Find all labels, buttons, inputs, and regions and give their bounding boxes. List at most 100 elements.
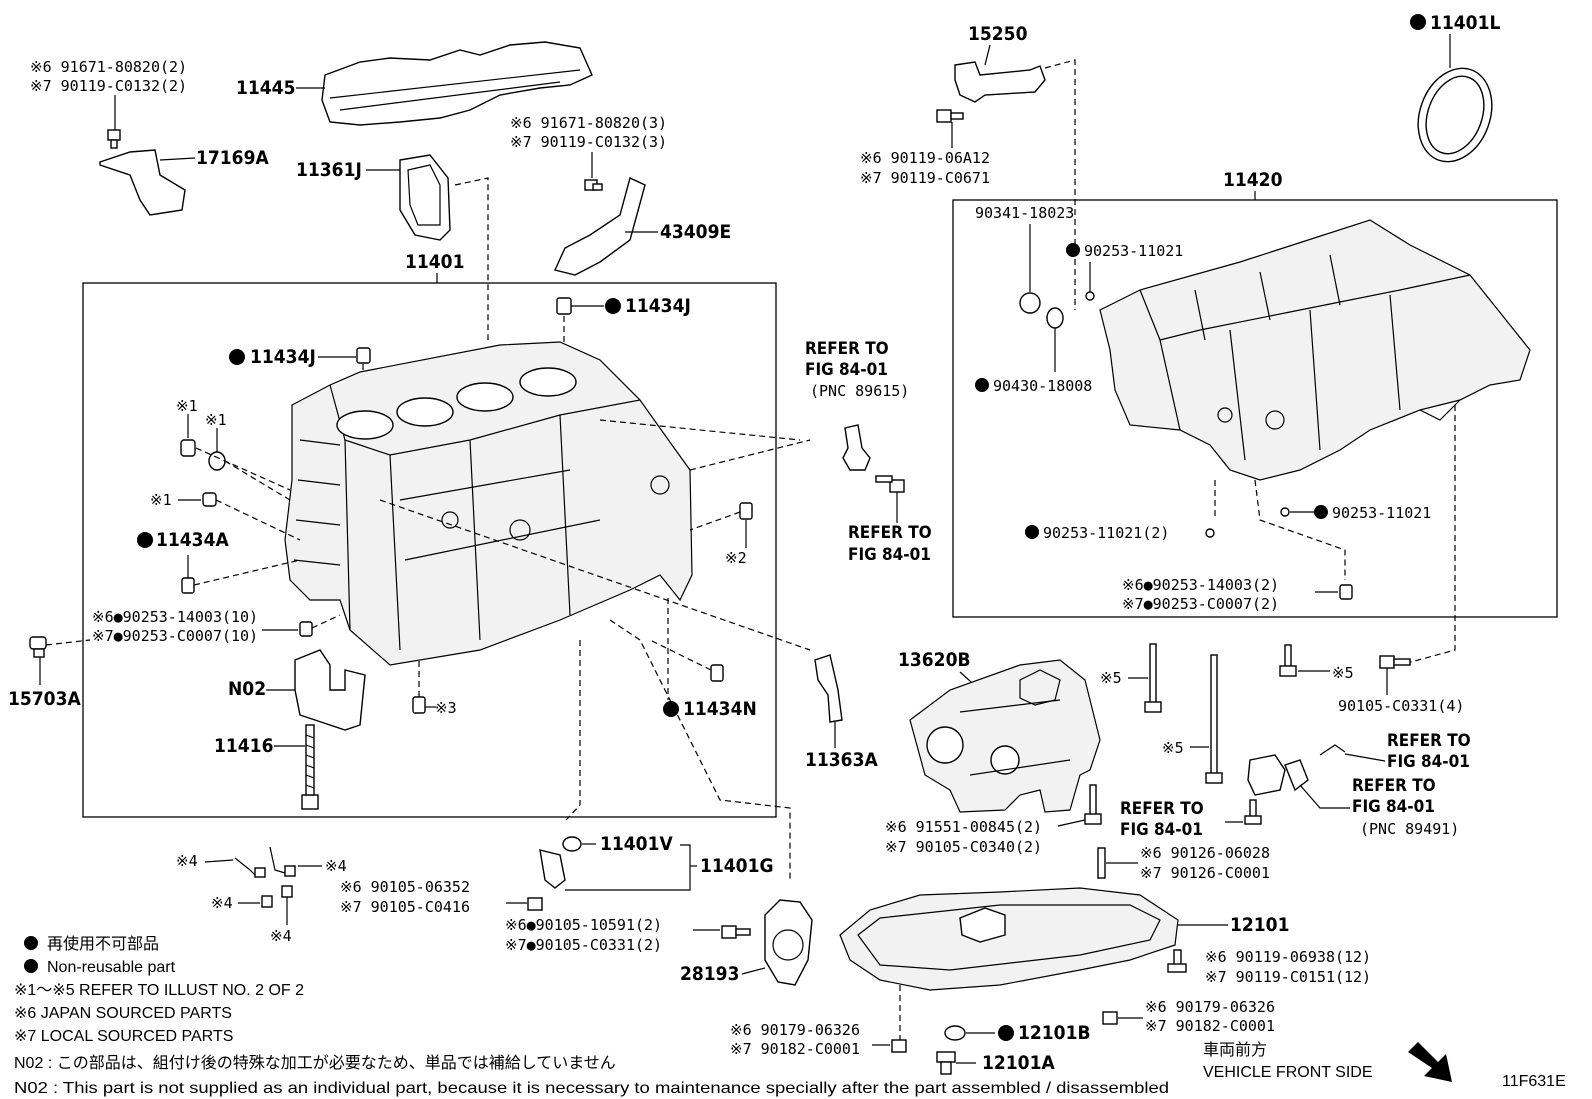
label-11416: 11416 — [214, 735, 273, 757]
nonreusable-dot-icon — [605, 298, 621, 314]
label-11401l: 11401L — [1430, 12, 1500, 34]
plug-icon — [180, 439, 196, 457]
oil-jet-icon — [539, 849, 566, 889]
refer1-line1: REFER TO — [805, 339, 889, 359]
pipe-11363a — [814, 654, 843, 723]
nonreusable-dot-icon — [229, 349, 245, 365]
label-11401: 11401 — [405, 251, 464, 273]
plug-icon — [1339, 584, 1353, 600]
label-s5-b: ※5 — [1162, 739, 1184, 757]
bolt-icon — [107, 129, 121, 149]
cylinder-block-11401 — [284, 341, 693, 666]
oil-seal-11401l — [1417, 67, 1493, 163]
label-90253-11021-2: 90253-11021(2) — [1043, 524, 1169, 542]
label-11445: 11445 — [236, 77, 295, 99]
dowel-pin-icon — [710, 664, 724, 682]
label-11420: 11420 — [1223, 169, 1283, 191]
pin-icon — [1280, 507, 1290, 517]
legend-nonreusable-en: Non-reusable part — [47, 959, 176, 976]
legend-local: ※7 LOCAL SOURCED PARTS — [14, 1028, 233, 1045]
label-s5-a: ※5 — [1100, 669, 1122, 687]
refer3-line2: FIG 84-01 — [1387, 752, 1470, 772]
label-90119-c0132-3: ※7 90119-C0132(3) — [510, 133, 667, 151]
vehicle-front-en: VEHICLE FRONT SIDE — [1203, 1064, 1373, 1081]
bracket-17169a — [99, 149, 186, 216]
label-15703a: 15703A — [8, 688, 81, 710]
drain-plug-12101a — [936, 1051, 956, 1075]
label-s4-d: ※4 — [270, 927, 292, 945]
label-11401v: 11401V — [600, 833, 673, 855]
label-90105-c0331-2: ※7●90105-C0331(2) — [505, 936, 662, 954]
bolt-icon — [281, 885, 293, 898]
label-90119-06938-12: ※6 90119-06938(12) — [1205, 948, 1371, 966]
pin-icon — [202, 492, 217, 507]
bearing-cap-n02 — [294, 649, 366, 731]
label-90119-06a12: ※6 90119-06A12 — [860, 149, 990, 167]
label-90105-c0340-2: ※7 90105-C0340(2) — [885, 838, 1042, 856]
label-91671-80820-3: ※6 91671-80820(3) — [510, 114, 667, 132]
bolt-icon — [875, 475, 905, 493]
balance-shaft-13620b — [909, 659, 1101, 813]
label-s5-c: ※5 — [1332, 664, 1354, 682]
label-11361j: 11361J — [296, 159, 362, 181]
refer5-line1: REFER TO — [1120, 799, 1204, 819]
dowel-pin-icon — [356, 347, 371, 364]
label-17169a: 17169A — [196, 147, 269, 169]
label-90253-11021-b: 90253-11021 — [1332, 504, 1431, 522]
bolt-s5-b — [1205, 654, 1223, 784]
nonreusable-dot-icon — [975, 378, 989, 392]
refer2-line2: FIG 84-01 — [848, 545, 931, 565]
nonreusable-dot-icon — [137, 532, 153, 548]
label-s4-c: ※4 — [211, 894, 233, 912]
label-90253-c0007-2: ※7●90253-C0007(2) — [1122, 595, 1279, 613]
refer4-line2: FIG 84-01 — [1352, 797, 1435, 817]
label-91551-00845-2: ※6 91551-00845(2) — [885, 818, 1042, 836]
nonreusable-dot-icon — [1025, 525, 1039, 539]
nonreusable-dot-icon — [663, 701, 679, 717]
label-15250: 15250 — [968, 23, 1028, 45]
bolt-s5-a — [1144, 643, 1162, 713]
label-90253-14003-10: ※6●90253-14003(10) — [92, 608, 258, 626]
label-12101b: 12101B — [1018, 1022, 1091, 1044]
plug-icon — [1019, 292, 1041, 314]
label-s1-c: ※1 — [150, 491, 172, 509]
bracket-43409e — [554, 177, 646, 276]
pin-icon — [1085, 291, 1095, 301]
bolt-icon — [1084, 784, 1102, 825]
crankcase-11420 — [1099, 219, 1531, 481]
label-11434j-left: 11434J — [250, 346, 316, 368]
label-90253-c0007-10: ※7●90253-C0007(10) — [92, 627, 258, 645]
label-28193: 28193 — [680, 963, 739, 985]
label-90341-18023: 90341-18023 — [975, 204, 1074, 222]
label-s4-b: ※4 — [325, 857, 347, 875]
label-90105-06352: ※6 90105-06352 — [340, 878, 470, 896]
refer2-line1: REFER TO — [848, 523, 932, 543]
label-90182-c0001-b: ※7 90182-C0001 — [730, 1040, 860, 1058]
refer1-line3: (PNC 89615) — [810, 382, 909, 400]
legend-nonreusable-jp: 再使用不可部品 — [47, 935, 159, 953]
legend-n02-en: N02 : This part is not supplied as an in… — [14, 1080, 1169, 1097]
knock-sensor-icon — [842, 424, 871, 471]
oil-pan-12101 — [839, 887, 1179, 991]
wire-harness-icon — [234, 846, 296, 878]
label-90105-10591-2: ※6●90105-10591(2) — [505, 916, 662, 934]
refer5-line2: FIG 84-01 — [1120, 820, 1203, 840]
legend-japan: ※6 JAPAN SOURCED PARTS — [14, 1005, 232, 1022]
dowel-pin-icon — [739, 502, 753, 520]
plug-icon — [299, 621, 313, 637]
bolt-icon — [584, 179, 603, 191]
label-91671-80820-2: ※6 91671-80820(2) — [30, 58, 187, 76]
bolt-icon — [936, 109, 964, 123]
legend-refer-illust: ※1～※5 REFER TO ILLUST NO. 2 OF 2 — [14, 982, 304, 999]
label-90430-18008: 90430-18008 — [993, 377, 1092, 395]
label-90105-c0331-4: 90105-C0331(4) — [1338, 697, 1464, 715]
pin-icon — [1205, 528, 1215, 538]
nonreusable-dot-icon — [998, 1025, 1014, 1041]
label-90105-c0416: ※7 90105-C0416 — [340, 898, 470, 916]
label-11434j-right: 11434J — [625, 295, 691, 317]
refer4-line3: (PNC 89491) — [1360, 820, 1459, 838]
nonreusable-dot-icon — [1410, 14, 1426, 30]
label-13620b: 13620B — [898, 649, 971, 671]
cylinder-block-frame — [82, 282, 777, 818]
dowel-pin-icon — [412, 696, 426, 714]
